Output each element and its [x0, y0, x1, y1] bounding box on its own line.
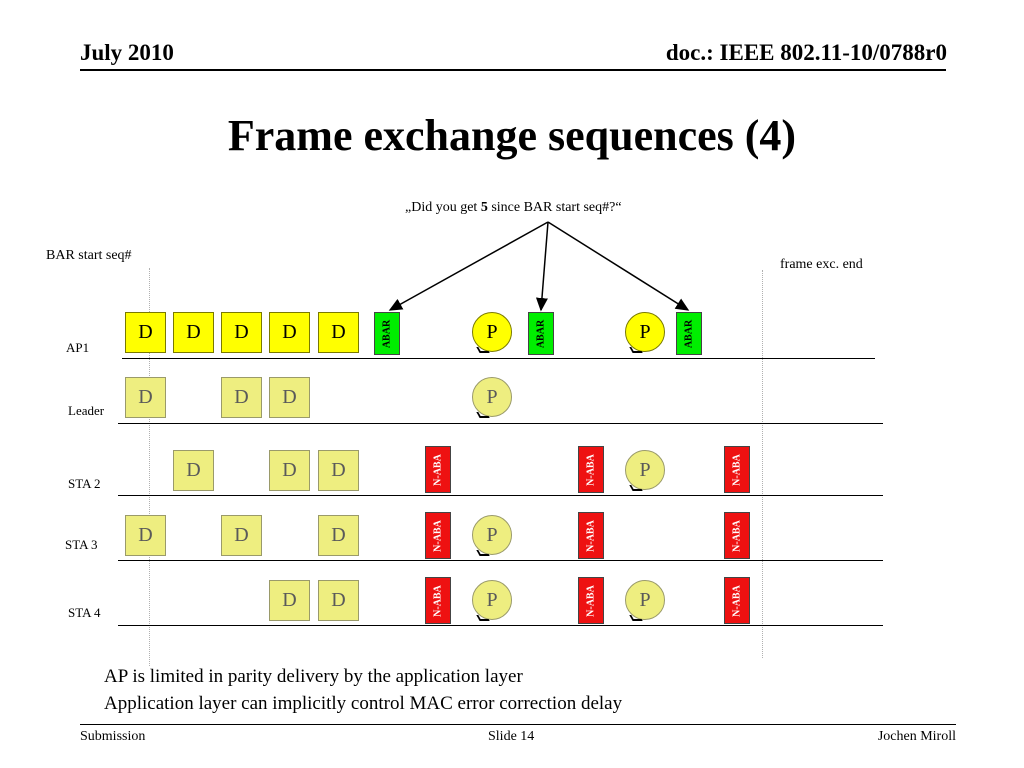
ap1-abar-frame: ABAR: [528, 312, 554, 355]
naba-label: N-ABA: [585, 519, 597, 552]
sta2-parity-frame: P: [625, 450, 665, 491]
arrow-to-abar-3: [547, 221, 690, 311]
sta3-naba-frame: N-ABA: [724, 512, 750, 559]
arrow-to-abar-1: [388, 221, 549, 311]
timeline-ap1: [122, 358, 875, 359]
ap1-data-frame: D: [173, 312, 214, 353]
bar-start-marker: [149, 268, 150, 666]
naba-label: N-ABA: [432, 453, 444, 486]
sta2-data-frame: D: [318, 450, 359, 491]
frame-end-label: frame exc. end: [780, 257, 863, 272]
timeline-sta4: [118, 625, 883, 626]
ap1-data-frame: D: [221, 312, 262, 353]
row-label-sta2: STA 2: [68, 476, 101, 491]
question-suffix: since BAR start seq#?“: [487, 200, 622, 215]
abar-label: ABAR: [535, 319, 547, 348]
sta3-data-frame: D: [318, 515, 359, 556]
footer-divider: [80, 724, 956, 725]
sta3-naba-frame: N-ABA: [578, 512, 604, 559]
parity-label: P: [486, 588, 498, 611]
body-line-1: AP is limited in parity delivery by the …: [104, 666, 523, 687]
abar-label: ABAR: [381, 319, 393, 348]
sta2-naba-frame: N-ABA: [724, 446, 750, 493]
question-bold-count: 5: [480, 200, 488, 215]
header-date: July 2010: [80, 40, 174, 65]
body-line-2: Application layer can implicitly control…: [104, 693, 623, 714]
row-label-ap1: AP1: [66, 340, 90, 355]
parity-label: P: [639, 320, 651, 343]
ap1-data-frame: D: [318, 312, 359, 353]
ap1-parity-frame: P: [472, 312, 512, 353]
header-doc-id: doc.: IEEE 802.11-10/0788r0: [665, 40, 947, 65]
naba-label: N-ABA: [585, 453, 597, 486]
naba-label: N-ABA: [585, 584, 597, 617]
sta3-naba-frame: N-ABA: [425, 512, 451, 559]
sta2-naba-frame: N-ABA: [425, 446, 451, 493]
naba-label: N-ABA: [731, 453, 743, 486]
leader-data-frame: D: [125, 377, 166, 418]
sta4-data-frame: D: [269, 580, 310, 621]
sta3-data-frame: D: [125, 515, 166, 556]
question-prefix: „Did you get: [405, 200, 481, 215]
slide-title: Frame exchange sequences (4): [227, 111, 797, 160]
parity-label: P: [639, 458, 651, 481]
ap1-abar-frame: ABAR: [676, 312, 702, 355]
sta3-parity-frame: P: [472, 515, 512, 556]
bar-start-label: BAR start seq#: [46, 248, 132, 263]
sta4-naba-frame: N-ABA: [724, 577, 750, 624]
timeline-sta3: [118, 560, 883, 561]
naba-label: N-ABA: [731, 519, 743, 552]
footer-submission: Submission: [80, 729, 146, 744]
parity-label: P: [486, 320, 498, 343]
ap1-parity-frame: P: [625, 312, 665, 353]
ap1-abar-frame: ABAR: [374, 312, 400, 355]
timeline-sta2: [118, 495, 883, 496]
sta3-data-frame: D: [221, 515, 262, 556]
leader-data-frame: D: [269, 377, 310, 418]
row-label-sta4: STA 4: [68, 605, 101, 620]
row-label-sta3: STA 3: [65, 537, 98, 552]
ap1-data-frame: D: [125, 312, 166, 353]
arrow-to-abar-2: [535, 221, 549, 312]
naba-label: N-ABA: [432, 519, 444, 552]
naba-label: N-ABA: [432, 584, 444, 617]
abar-label: ABAR: [683, 319, 695, 348]
sta2-data-frame: D: [269, 450, 310, 491]
parity-label: P: [639, 588, 651, 611]
timeline-leader: [118, 423, 883, 424]
sta4-naba-frame: N-ABA: [425, 577, 451, 624]
sta2-data-frame: D: [173, 450, 214, 491]
row-label-leader: Leader: [68, 403, 105, 418]
footer-author: Jochen Miroll: [877, 729, 956, 744]
footer-slide-number: Slide 14: [488, 729, 535, 744]
parity-label: P: [486, 523, 498, 546]
header-divider: [80, 69, 946, 71]
leader-data-frame: D: [221, 377, 262, 418]
question-annotation: „Did you get 5 since BAR start seq#?“: [405, 200, 622, 216]
frame-end-marker: [762, 270, 763, 658]
parity-label: P: [486, 385, 498, 408]
sta2-naba-frame: N-ABA: [578, 446, 604, 493]
naba-label: N-ABA: [731, 584, 743, 617]
ap1-data-frame: D: [269, 312, 310, 353]
sta4-naba-frame: N-ABA: [578, 577, 604, 624]
sta4-data-frame: D: [318, 580, 359, 621]
leader-parity-frame: P: [472, 377, 512, 418]
sta4-parity-frame: P: [472, 580, 512, 621]
sta4-parity-frame: P: [625, 580, 665, 621]
